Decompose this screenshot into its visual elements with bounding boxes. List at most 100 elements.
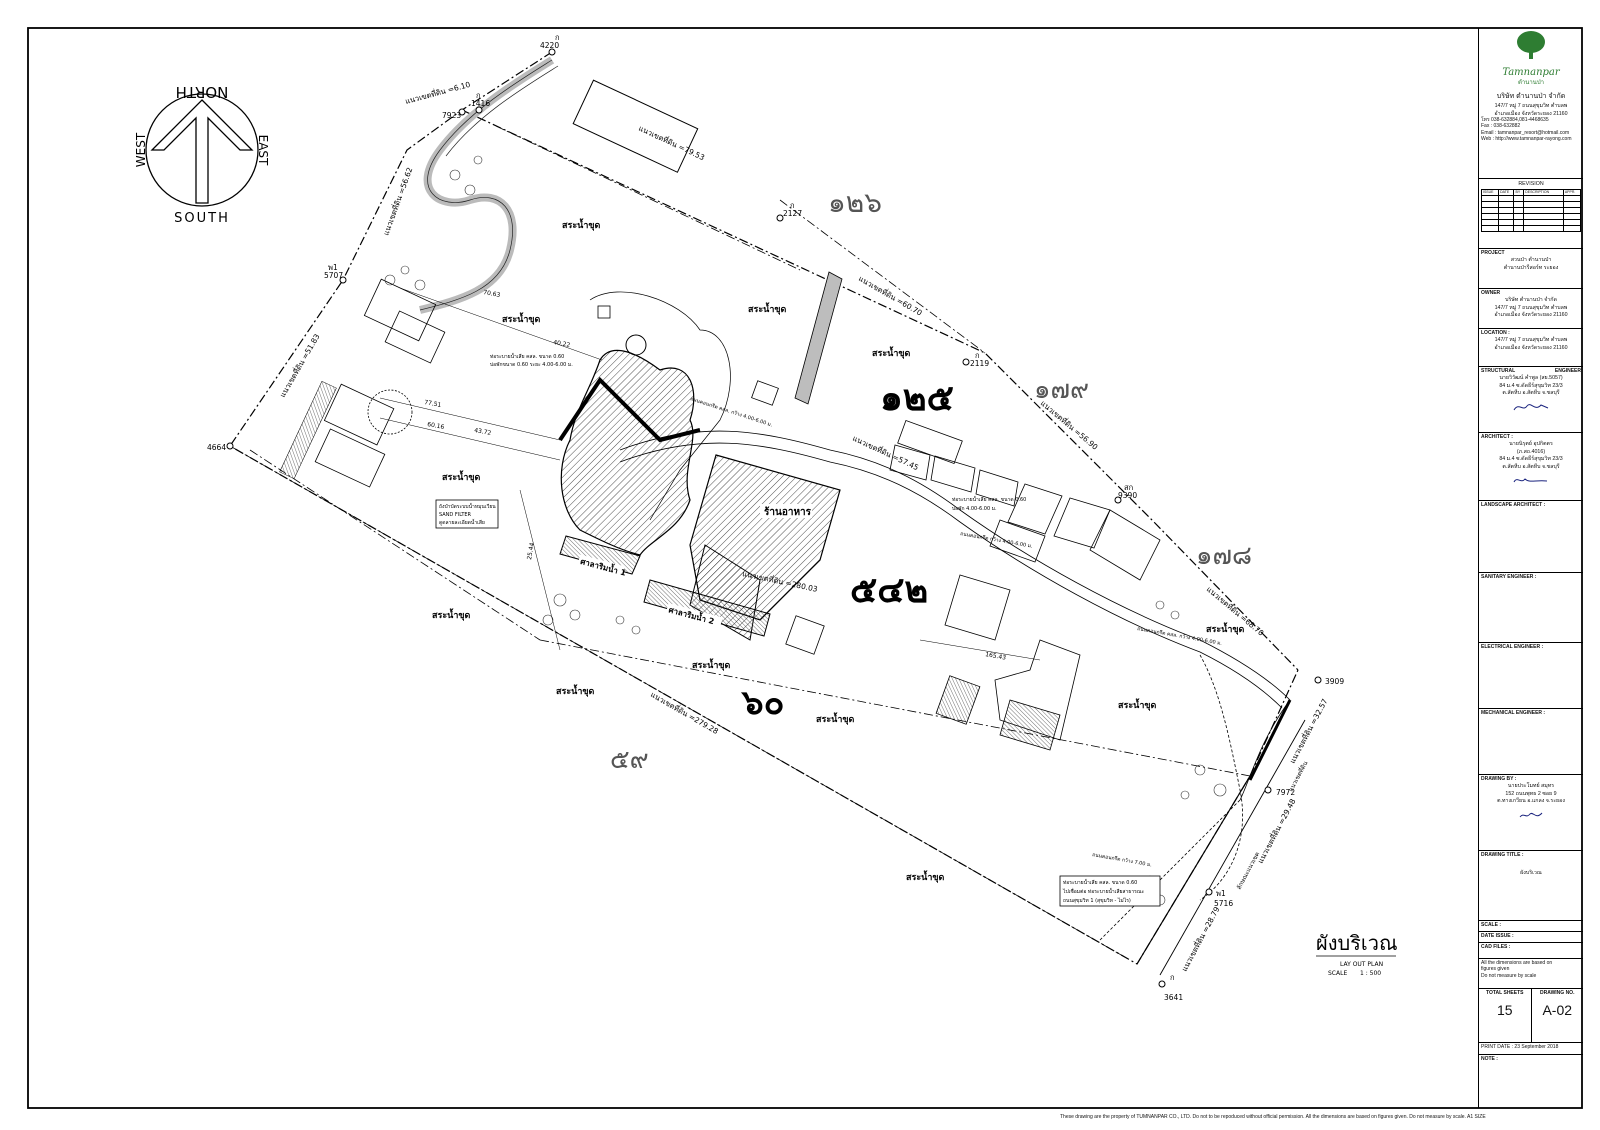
structural-line2: 84 ม.4 ซ.ดัดธีร์สุขุมวิท 23/3 (1499, 382, 1563, 389)
dimension-note-2: figures given (1481, 966, 1510, 973)
logo-sub: ตำนานป่า (1517, 79, 1544, 86)
pond-label-10: สระน้ำขุด (1206, 622, 1245, 635)
scale-label: SCALE : (1481, 922, 1501, 928)
marker-5707 (339, 276, 347, 284)
plot-number-125: ๑๒๕ (880, 378, 954, 419)
revision-section: REVISION ISSUE DATE BY DESCRIPTION APPR. (1479, 178, 1583, 248)
marker-2127 (776, 214, 784, 222)
boundary-label-11: แนวเขตที่ดิน =28.79 (1179, 905, 1222, 973)
plot-number-60: ๖๐ (740, 683, 784, 723)
dim-7: 165.43 (985, 651, 1007, 662)
drawing-no-label: DRAWING NO. (1540, 990, 1575, 996)
company-section: Tamnanpar ตำนานป่า บริษัท ตำนานป่า จำกัด… (1479, 28, 1583, 178)
layout-scale-value: 1 : 500 (1360, 970, 1381, 977)
architect-line4: ต.สัตหีบ อ.สัตหีบ จ.ชลบุรี (1502, 464, 1560, 471)
print-date-row: PRINT DATE : 23 September 2018 (1479, 1042, 1583, 1054)
pond-label-12: สระน้ำขุด (906, 870, 945, 883)
gray-parking-strip (794, 271, 843, 405)
pond-label-7: สระน้ำขุด (692, 658, 731, 671)
project-label: PROJECT (1481, 250, 1505, 256)
scale-row: SCALE : (1479, 920, 1583, 931)
adjacent-road-line (1159, 719, 1306, 976)
layout-title-thai: ผังบริเวณ (1316, 931, 1398, 955)
project-line1: สวนป่า ตำนานป่า (1510, 257, 1552, 264)
pond-label-11: สระน้ำขุด (1118, 698, 1157, 711)
marker-4220 (548, 48, 556, 56)
marker-7972 (1264, 786, 1272, 794)
project-line2: ตำนานป่ารีสอร์ท ระยอง (1503, 264, 1559, 271)
south-boundary-road (1136, 775, 1251, 965)
note-box2-line3: ถนนสุขุมวิท 1 (สุขุมวิท - ไม่ไร) (1063, 897, 1131, 904)
mechanical-label: MECHANICAL ENGINEER : (1481, 710, 1546, 716)
pavilion-2 (643, 579, 771, 637)
swimming-pool (558, 291, 731, 556)
east-buildings (751, 380, 1161, 751)
property-boundary (229, 51, 1299, 965)
marker-3641-code: 3641 (1164, 993, 1183, 1002)
structural-line1: นายวิวัฒน์ คำพูล (สย.5057) (1499, 375, 1563, 382)
marker-5707-prefix: พ1 (328, 263, 338, 272)
drawing-by-line2: 152 ถนนพุทธ 2 ซอย 9 (1505, 790, 1557, 797)
marker-1416 (475, 106, 483, 114)
marker-4664-code: 4664 (207, 443, 226, 452)
owner-section: OWNER บริษัท ตำนานป่า จำกัด 147/7 หมู่ 7… (1479, 288, 1583, 328)
revision-table: ISSUE DATE BY DESCRIPTION APPR. (1480, 188, 1582, 232)
marker-3641-prefix: ก (1170, 973, 1175, 982)
north-arrow-icon (150, 99, 254, 204)
sanitary-label: SANITARY ENGINEER : (1481, 574, 1537, 580)
pond-label-3: สระน้ำขุด (748, 302, 787, 315)
note-1a: ท่อระบายน้ำเสีย คสล. ขนาด 0.60 (490, 351, 564, 360)
plot-number-178: ๑๗๘ (1196, 541, 1252, 571)
boundary-label-6: แนวเขตที่ดิน =56.90 (1039, 398, 1101, 452)
pond-label-2: สระน้ำขุด (502, 312, 541, 325)
compass-north-label: NORTH (176, 83, 229, 101)
boundary-label-4: แนวเขตที่ดิน =51.83 (277, 332, 322, 399)
pond-label-4: สระน้ำขุด (872, 346, 911, 359)
west-cottages (279, 278, 446, 488)
note-section: NOTE : (1479, 1054, 1583, 1108)
location-label: LOCATION : (1481, 330, 1510, 336)
dimension-note-section: All the dimensions are based on figures … (1479, 958, 1583, 988)
marker-5716-prefix: พ1 (1216, 889, 1226, 898)
structural-section: STRUCTURAL ENGINEER นายวิวัฒน์ คำพูล (สย… (1479, 366, 1583, 432)
plot-division-lines (229, 125, 1251, 961)
internal-road (619, 430, 1291, 901)
layout-title-en: LAY OUT PLAN (1340, 961, 1383, 968)
pond-label-1: สระน้ำขุด (562, 218, 601, 231)
marker-5716 (1205, 888, 1213, 896)
drawing-by-signature-icon (1519, 812, 1543, 818)
plot-number-59: ๕๙ (610, 745, 649, 775)
plot-number-179: ๑๗๙ (1034, 375, 1089, 405)
marker-2127-code: 2127 (783, 209, 802, 218)
note-box2-line2: ไปเชื่อมต่อ ท่อระบายน้ำเสียสาธารณะ (1062, 886, 1144, 895)
structural-signature-icon (1513, 404, 1549, 411)
note-2: ถนนคอนกรีต คสล. กว้าง 4.00-6.00 ม. (689, 395, 773, 428)
tree-logo-icon (1517, 31, 1545, 59)
drawing-by-section: DRAWING BY : นายประโมทย์ สมุทร 152 ถนนพุ… (1479, 774, 1583, 850)
dim-5: 43.72 (474, 427, 492, 437)
cad-files-row: CAD FILES : (1479, 942, 1583, 958)
owner-line3: อำเภอเมือง จังหวัดระยอง 21160 (1494, 312, 1568, 319)
east-access-road (1248, 699, 1292, 781)
sanitary-section: SANITARY ENGINEER : (1479, 572, 1583, 642)
architect-line2: (ภ.สถ.4016) (1516, 448, 1546, 455)
drawing-no-value: A-02 (1542, 1002, 1573, 1019)
date-issue-label: DATE ISSUE : (1481, 933, 1514, 939)
tree-belt (419, 56, 559, 314)
mechanical-section: MECHANICAL ENGINEER : (1479, 708, 1583, 774)
marker-3641 (1158, 980, 1166, 988)
company-address2: อำเภอเมือง จังหวัดระยอง 21160 (1494, 110, 1568, 117)
dim-1: 70.63 (483, 289, 501, 299)
compass-circle (145, 93, 259, 207)
sheet-border (27, 27, 1583, 1109)
dimension-lines (379, 287, 1041, 661)
restaurant-label: ร้านอาหาร (764, 506, 812, 518)
marker-9390 (1114, 496, 1122, 504)
project-section: PROJECT สวนป่า ตำนานป่า ตำนานป่ารีสอร์ท … (1479, 248, 1583, 288)
boundary-label-1: แนวเขตที่ดิน =6.10 (404, 79, 472, 106)
marker-5716-code: 5716 (1214, 899, 1233, 908)
title-block: Tamnanpar ตำนานป่า บริษัท ตำนานป่า จำกัด… (1478, 28, 1583, 1108)
logo-text: Tamnanpar (1502, 67, 1560, 79)
boundary-label-2: แนวเขตที่ดิน =79.53 (637, 123, 707, 163)
